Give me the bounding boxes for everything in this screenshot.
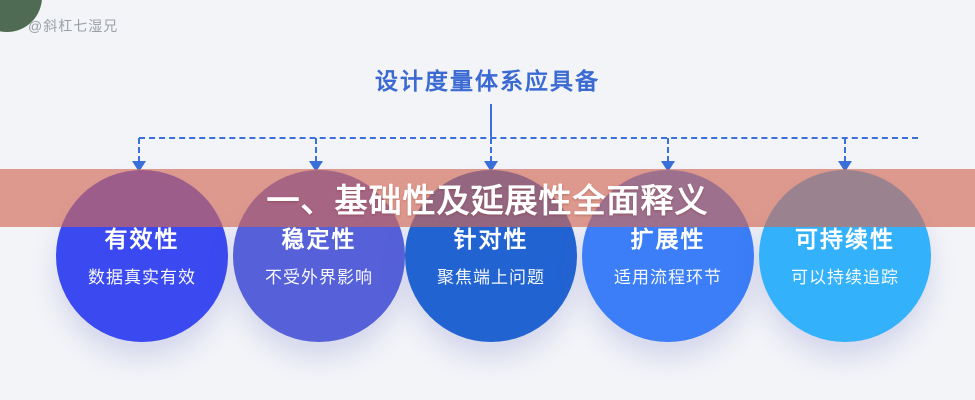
circle-title: 有效性 bbox=[104, 226, 180, 252]
connector-title-stem bbox=[490, 104, 492, 137]
circle-description: 聚焦端上问题 bbox=[437, 268, 545, 287]
arrow-down-icon bbox=[661, 161, 675, 172]
connector-stem bbox=[844, 138, 846, 162]
arrow-down-icon bbox=[132, 161, 146, 172]
circle-description: 可以持续追踪 bbox=[791, 268, 899, 287]
connector-stem bbox=[138, 138, 140, 162]
connector-stem bbox=[490, 138, 492, 162]
connector-stem bbox=[667, 138, 669, 162]
arrow-down-icon bbox=[309, 161, 323, 172]
watermark: @斜杠七湿兄 bbox=[28, 18, 119, 34]
circle-title: 扩展性 bbox=[630, 226, 706, 252]
arrow-down-icon bbox=[484, 161, 498, 172]
section-banner: 一、基础性及延展性全面释义 bbox=[0, 169, 975, 227]
section-banner-label: 一、基础性及延展性全面释义 bbox=[266, 182, 709, 219]
arrow-down-icon bbox=[838, 161, 852, 172]
circle-description: 数据真实有效 bbox=[88, 268, 196, 287]
circle-title: 稳定性 bbox=[281, 226, 357, 252]
circle-title: 可持续性 bbox=[795, 226, 895, 252]
connector-horizontal-line bbox=[139, 137, 918, 139]
connector-stem bbox=[315, 138, 317, 162]
circle-description: 适用流程环节 bbox=[614, 268, 722, 287]
circle-title: 针对性 bbox=[453, 226, 529, 252]
page-title: 设计度量体系应具备 bbox=[375, 68, 600, 94]
circle-description: 不受外界影响 bbox=[265, 268, 373, 287]
